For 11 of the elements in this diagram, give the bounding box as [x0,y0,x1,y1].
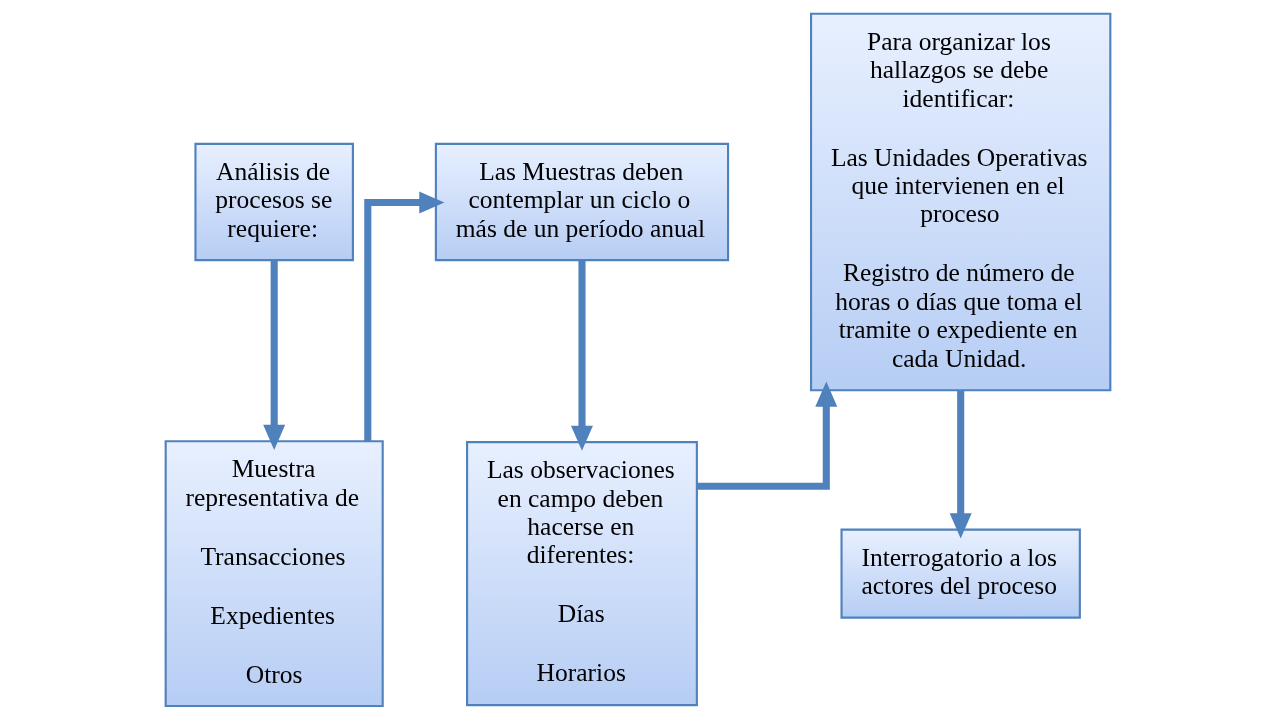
arrow [263,260,286,450]
node-box: Las Muestras deben contemplar un ciclo o más de un período anual [434,142,730,262]
arrow [570,260,593,451]
node-box: Interrogatorio a los actores del proceso [840,528,1081,619]
node-box: Muestra representativa de Transacciones Expedientes Otros [164,440,384,707]
node-box: Análisis de procesos se requiere: [194,142,354,262]
arrow [697,381,838,490]
node-box: Las observaciones en campo deben hacerse en diferentes: Días Horarios [466,441,698,707]
arrow [949,390,972,539]
arrow [364,191,445,442]
node-box: Para organizar los hallazgos se debe identificar: Las Unidades Operativas que intervienen en el proceso Registro de número de horas o días que toma el tramite o expediente en cada Unidad. [809,12,1112,392]
